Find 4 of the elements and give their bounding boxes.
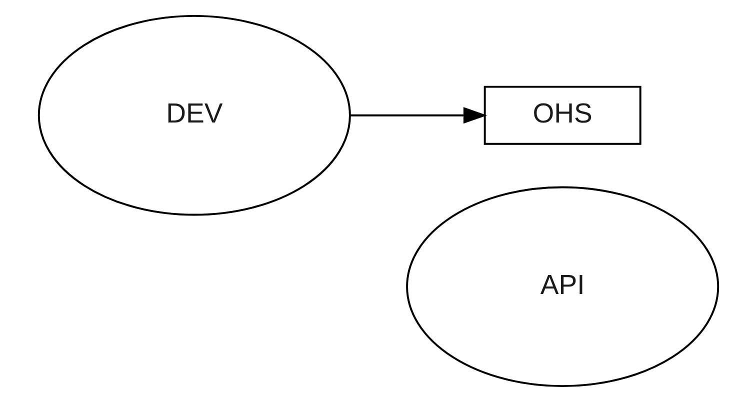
arrow — [350, 107, 487, 124]
node-ellipse: DEV — [37, 14, 350, 216]
node-box: OHS — [483, 86, 641, 145]
node-ellipse: API — [406, 186, 719, 388]
